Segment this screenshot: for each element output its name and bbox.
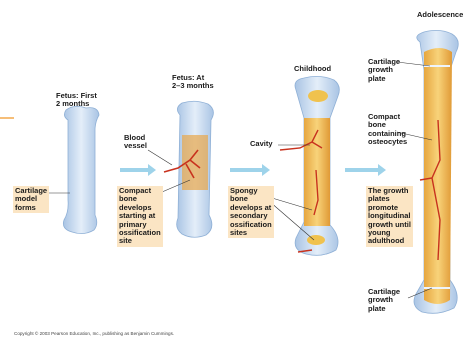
label-cavity: Cavity: [250, 140, 273, 148]
label-cartilage-growth-plate-top: Cartilage growth plate: [368, 58, 400, 83]
stage-title-fetus-first: Fetus: First 2 months: [56, 92, 97, 109]
leader-lines: [44, 62, 432, 298]
stage-title-childhood: Childhood: [294, 65, 331, 73]
label-cartilage-model: Cartilage model forms: [13, 186, 49, 213]
label-compact-bone-osteocytes: Compact bone containing osteocytes: [368, 113, 407, 147]
label-spongy-bone: Spongy bone develops at secondary ossifi…: [228, 186, 274, 238]
arrow-2: [230, 164, 270, 176]
arrow-3: [345, 164, 386, 176]
label-blood-vessel: Blood vessel: [124, 134, 147, 151]
bone-stage-3-childhood: [280, 76, 339, 255]
label-compact-bone-primary: Compact bone develops starting at primar…: [117, 186, 163, 247]
copyright-notice: Copyright © 2003 Pearson Education, Inc.…: [14, 331, 174, 336]
label-growth-plates: The growth plates promote longitudinal g…: [366, 186, 413, 247]
stage-title-adolescence: Adolescence: [417, 11, 463, 19]
bone-stage-2-primary-ossification: [164, 101, 213, 237]
stage-title-fetus-late: Fetus: At 2–3 months: [172, 74, 214, 91]
label-cartilage-growth-plate-bottom: Cartilage growth plate: [368, 288, 400, 313]
stage-arrows: [120, 164, 386, 176]
bone-stage-1-cartilage-model: [63, 106, 99, 233]
bone-stage-4-adolescence: [414, 30, 458, 313]
arrow-1: [120, 164, 156, 176]
